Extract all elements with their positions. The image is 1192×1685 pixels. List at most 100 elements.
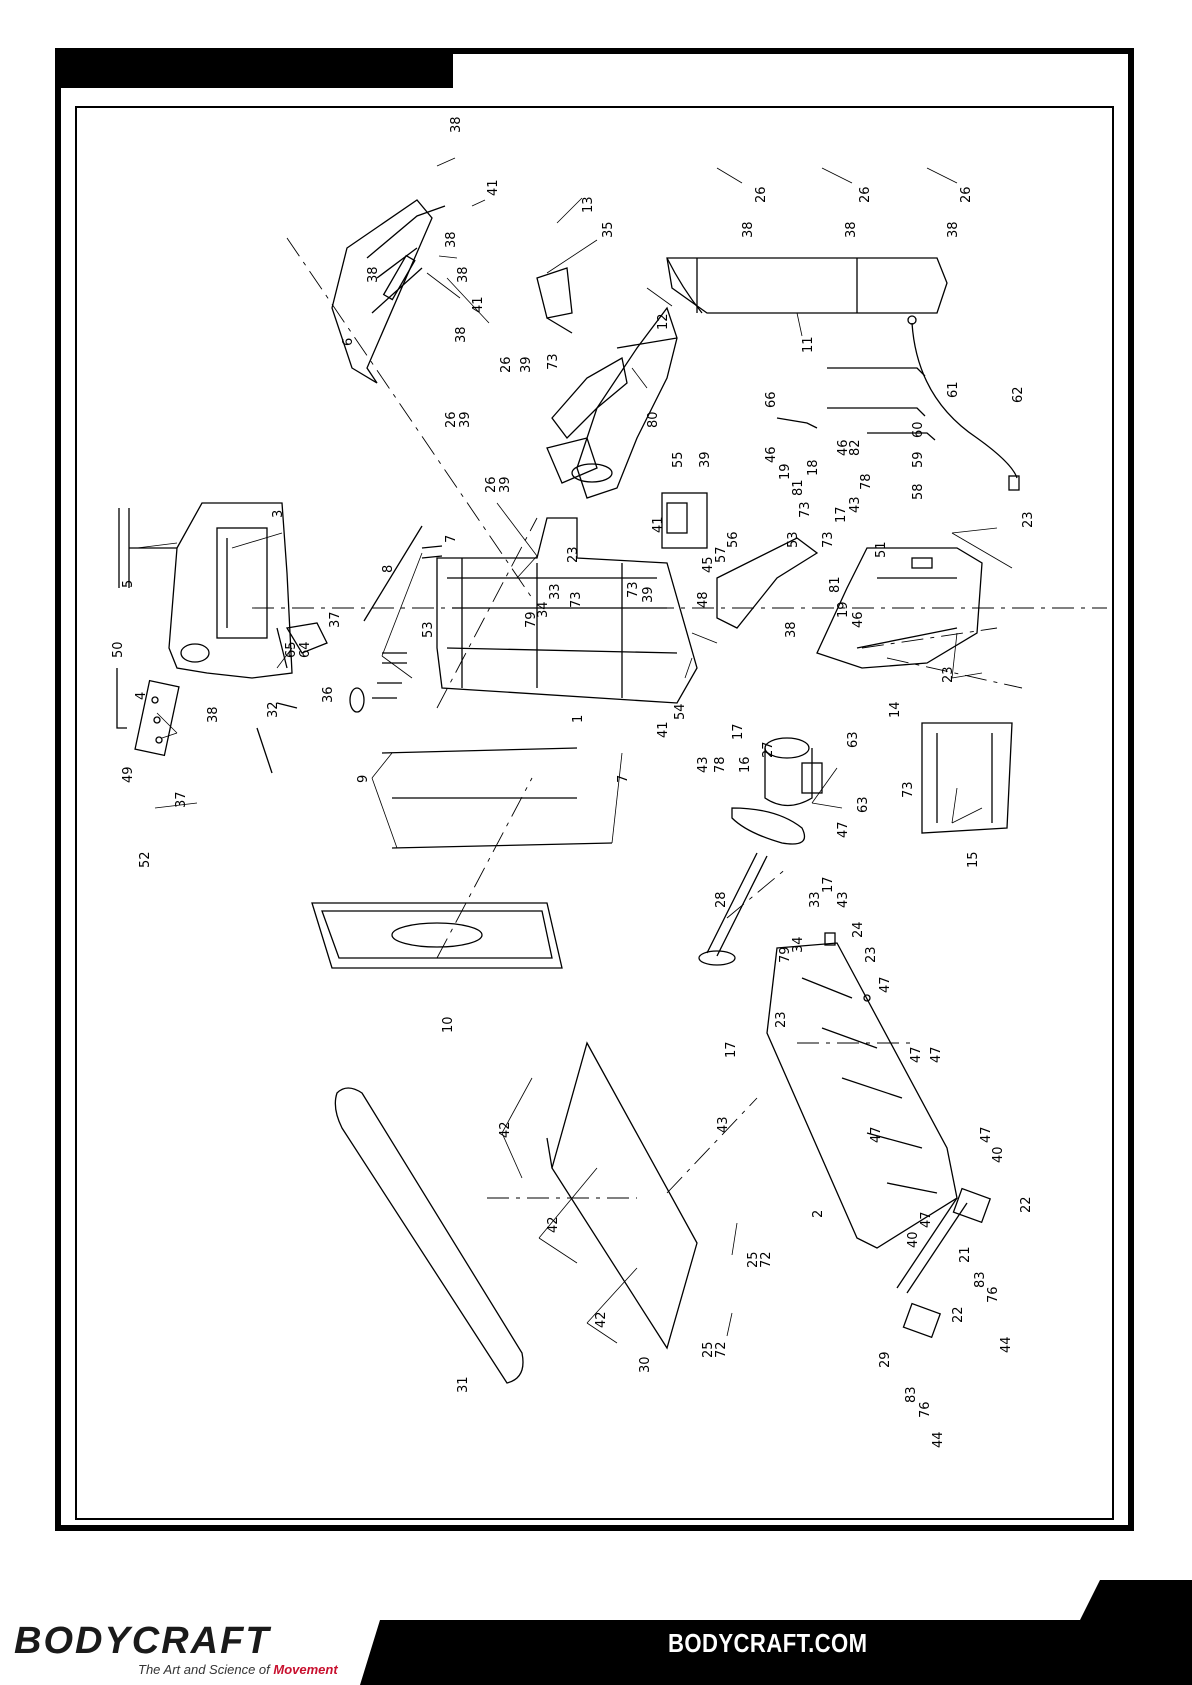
callout-16: 16: [738, 756, 753, 773]
callout-39: 39: [458, 411, 473, 428]
callout-27: 27: [761, 741, 776, 758]
callout-24: 24: [851, 921, 866, 938]
callout-17: 17: [731, 723, 746, 740]
callout-61: 61: [946, 381, 961, 398]
callout-23: 23: [774, 1011, 789, 1028]
callout-60: 60: [911, 421, 926, 438]
callout-22: 22: [951, 1306, 966, 1323]
callout-23: 23: [1021, 511, 1036, 528]
callout-18: 18: [806, 459, 821, 476]
callout-42: 42: [498, 1121, 513, 1138]
callout-39: 39: [519, 356, 534, 373]
callout-56: 56: [726, 531, 741, 548]
callout-50: 50: [111, 641, 126, 658]
callout-63: 63: [846, 731, 861, 748]
callout-44: 44: [931, 1431, 946, 1448]
callout-26: 26: [499, 356, 514, 373]
callout-25: 25: [746, 1251, 761, 1268]
callout-47: 47: [979, 1126, 994, 1143]
callout-63: 63: [856, 796, 871, 813]
callout-13: 13: [581, 196, 596, 213]
callout-6: 6: [341, 338, 356, 346]
callout-78: 78: [859, 473, 874, 490]
callout-10: 10: [441, 1016, 456, 1033]
callout-47: 47: [929, 1046, 944, 1063]
callout-79: 79: [524, 611, 539, 628]
callout-39: 39: [498, 476, 513, 493]
callout-76: 76: [918, 1401, 933, 1418]
tagline-accent: Movement: [273, 1662, 338, 1677]
callout-38: 38: [946, 221, 961, 238]
callout-8: 8: [381, 565, 396, 573]
callout-40: 40: [906, 1231, 921, 1248]
callout-30: 30: [638, 1356, 653, 1373]
callout-38: 38: [449, 116, 464, 133]
callout-47: 47: [836, 821, 851, 838]
callout-26: 26: [484, 476, 499, 493]
callout-23: 23: [566, 546, 581, 563]
callout-36: 36: [321, 686, 336, 703]
website-url: BODYCRAFT.COM: [668, 1628, 868, 1658]
callout-26: 26: [444, 411, 459, 428]
callout-38: 38: [844, 221, 859, 238]
callout-83: 83: [973, 1271, 988, 1288]
callout-64: 64: [298, 641, 313, 658]
callout-53: 53: [786, 531, 801, 548]
callout-26: 26: [754, 186, 769, 203]
callout-47: 47: [909, 1046, 924, 1063]
callout-43: 43: [696, 756, 711, 773]
callout-51: 51: [874, 541, 889, 558]
callout-23: 23: [941, 666, 956, 683]
callout-41: 41: [471, 296, 486, 313]
logo-tagline: The Art and Science of Movement: [138, 1662, 338, 1677]
callout-39: 39: [698, 451, 713, 468]
callout-47: 47: [878, 976, 893, 993]
callout-82: 82: [848, 439, 863, 456]
callout-38: 38: [741, 221, 756, 238]
callout-14: 14: [888, 701, 903, 718]
callout-46: 46: [851, 611, 866, 628]
callout-73: 73: [901, 781, 916, 798]
callout-26: 26: [858, 186, 873, 203]
callout-34: 34: [536, 601, 551, 618]
callout-39: 39: [641, 586, 656, 603]
callout-42: 42: [594, 1311, 609, 1328]
header-bar: [61, 54, 453, 88]
callout-33: 33: [548, 583, 563, 600]
callout-38: 38: [206, 706, 221, 723]
callout-55: 55: [671, 451, 686, 468]
callout-22: 22: [1019, 1196, 1034, 1213]
callout-47: 47: [869, 1126, 884, 1143]
callout-2: 2: [811, 1210, 826, 1218]
callout-12: 12: [656, 313, 671, 330]
callout-4: 4: [134, 692, 149, 700]
callout-73: 73: [798, 501, 813, 518]
callout-80: 80: [646, 411, 661, 428]
callout-83: 83: [904, 1386, 919, 1403]
callout-54: 54: [673, 703, 688, 720]
callout-47: 47: [919, 1211, 934, 1228]
page-footer: BODYCRAFT The Art and Science of Movemen…: [0, 1580, 1192, 1685]
callout-7: 7: [444, 535, 459, 543]
callout-46: 46: [764, 446, 779, 463]
tagline-prefix: The Art and Science of: [138, 1662, 274, 1677]
callout-17: 17: [821, 876, 836, 893]
callout-28: 28: [714, 891, 729, 908]
callout-11: 11: [801, 336, 816, 353]
callout-38: 38: [444, 231, 459, 248]
callout-9: 9: [356, 775, 371, 783]
callout-59: 59: [911, 451, 926, 468]
parts-outlines: [116, 199, 1020, 1384]
callout-34: 34: [791, 936, 806, 953]
callout-53: 53: [421, 621, 436, 638]
callout-7: 7: [616, 775, 631, 783]
callout-31: 31: [456, 1376, 471, 1393]
callout-40: 40: [991, 1146, 1006, 1163]
callout-44: 44: [999, 1336, 1014, 1353]
callout-32: 32: [266, 701, 281, 718]
callout-73: 73: [546, 353, 561, 370]
callout-37: 37: [328, 611, 343, 628]
callout-78: 78: [713, 756, 728, 773]
callout-65: 65: [284, 641, 299, 658]
callout-66: 66: [764, 391, 779, 408]
